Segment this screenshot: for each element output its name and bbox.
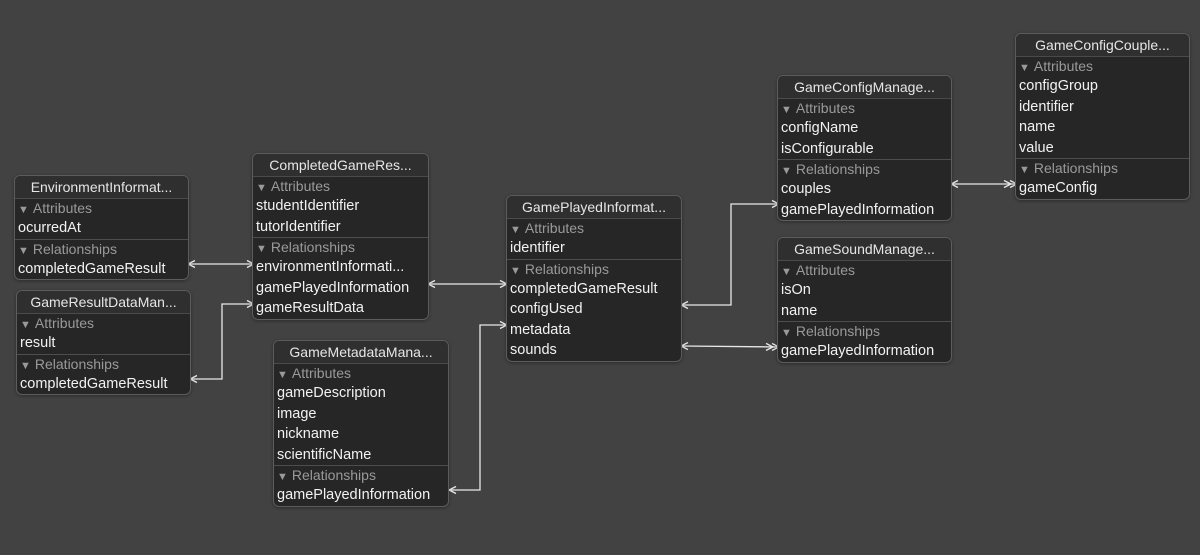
link-gameplayed-sound: [681, 346, 779, 347]
attributes-header[interactable]: ▼Attributes: [274, 364, 448, 383]
entity-title: GameSoundManage...: [778, 238, 951, 261]
attribute-row[interactable]: ocurredAt: [18, 220, 81, 236]
attribute-row[interactable]: gameDescription: [277, 385, 386, 401]
attribute-row[interactable]: isOn: [781, 282, 811, 298]
disclosure-triangle-icon: ▼: [20, 359, 31, 372]
attributes-header[interactable]: ▼Attributes: [253, 177, 428, 196]
attributes-header[interactable]: ▼Attributes: [15, 199, 188, 218]
attributes-header[interactable]: ▼Attributes: [17, 314, 190, 333]
attribute-row[interactable]: nickname: [277, 426, 340, 442]
attribute-row[interactable]: result: [20, 335, 56, 351]
attribute-row[interactable]: studentIdentifier: [256, 198, 360, 214]
disclosure-triangle-icon: ▼: [277, 471, 288, 483]
entity-title: GameConfigManage...: [778, 76, 951, 99]
entity-game-result-data[interactable]: GameResultDataMan... ▼Attributes result …: [16, 290, 191, 395]
entity-title: EnvironmentInformat...: [15, 176, 188, 199]
relationship-row[interactable]: gameConfig: [1019, 180, 1098, 196]
attributes-header[interactable]: ▼Attributes: [778, 99, 951, 118]
disclosure-triangle-icon: ▼: [256, 243, 267, 255]
entity-title: GameConfigCouple...: [1016, 34, 1189, 57]
relationship-row[interactable]: environmentInformati...: [256, 259, 405, 275]
relationships-header[interactable]: ▼Relationships: [778, 159, 951, 179]
entity-completed-game-result[interactable]: CompletedGameRes... ▼Attributes studentI…: [252, 153, 429, 320]
entity-game-config[interactable]: GameConfigManage... ▼Attributes configNa…: [777, 75, 952, 221]
relationship-row[interactable]: completedGameResult: [20, 375, 168, 392]
relationship-row[interactable]: couples: [781, 181, 831, 197]
disclosure-triangle-icon: ▼: [510, 224, 521, 236]
entity-title: GameResultDataMan...: [17, 291, 190, 314]
relationships-header[interactable]: ▼Relationships: [507, 258, 681, 279]
disclosure-triangle-icon: ▼: [781, 165, 792, 177]
disclosure-triangle-icon: ▼: [18, 244, 29, 257]
relationship-row[interactable]: sounds: [510, 342, 557, 358]
entity-game-metadata[interactable]: GameMetadataMana... ▼Attributes gameDesc…: [273, 340, 449, 507]
disclosure-triangle-icon: ▼: [781, 327, 792, 339]
relationship-row[interactable]: gamePlayedInformation: [277, 487, 431, 503]
attribute-row[interactable]: isConfigurable: [781, 140, 874, 157]
attribute-row[interactable]: tutorIdentifier: [256, 218, 341, 235]
relationships-header[interactable]: ▼Relationships: [17, 353, 190, 374]
link-gameplayed-config: [681, 204, 779, 305]
entity-game-config-couple[interactable]: GameConfigCouple... ▼Attributes configGr…: [1015, 33, 1190, 200]
relationships-header[interactable]: ▼Relationships: [15, 238, 188, 259]
relationship-row[interactable]: completedGameResult: [510, 280, 658, 297]
disclosure-triangle-icon: ▼: [256, 182, 267, 194]
disclosure-triangle-icon: ▼: [18, 204, 29, 216]
entity-title: CompletedGameRes...: [253, 154, 428, 177]
relationship-row[interactable]: gamePlayedInformation: [781, 343, 935, 359]
relationship-row[interactable]: gamePlayedInformation: [781, 201, 935, 218]
disclosure-triangle-icon: ▼: [277, 369, 288, 381]
disclosure-triangle-icon: ▼: [781, 104, 792, 116]
relationship-row[interactable]: completedGameResult: [18, 260, 166, 277]
entity-environment-information[interactable]: EnvironmentInformat... ▼Attributes ocurr…: [14, 175, 189, 280]
disclosure-triangle-icon: ▼: [20, 319, 31, 331]
attribute-row[interactable]: identifier: [1019, 98, 1074, 115]
attribute-row[interactable]: identifier: [510, 240, 565, 256]
relationship-row[interactable]: gameResultData: [256, 300, 364, 316]
entity-game-played-information[interactable]: GamePlayedInformat... ▼Attributes identi…: [506, 195, 682, 362]
disclosure-triangle-icon: ▼: [781, 266, 792, 278]
entity-title: GamePlayedInformat...: [507, 196, 681, 219]
disclosure-triangle-icon: ▼: [510, 264, 521, 277]
relationship-row[interactable]: gamePlayedInformation: [256, 279, 410, 296]
disclosure-triangle-icon: ▼: [1019, 164, 1030, 176]
attribute-row[interactable]: name: [781, 302, 818, 319]
disclosure-triangle-icon: ▼: [1019, 62, 1030, 74]
relationships-header[interactable]: ▼Relationships: [274, 465, 448, 485]
attribute-row[interactable]: scientificName: [277, 446, 372, 463]
relationships-header[interactable]: ▼Relationships: [253, 237, 428, 257]
relationship-row[interactable]: metadata: [510, 321, 571, 338]
relationships-header[interactable]: ▼Relationships: [778, 321, 951, 341]
attribute-row[interactable]: configName: [781, 120, 859, 136]
attributes-header[interactable]: ▼Attributes: [778, 261, 951, 280]
relationship-row[interactable]: configUsed: [510, 301, 583, 317]
relationships-header[interactable]: ▼Relationships: [1016, 158, 1189, 178]
link-resultdata-completed: [190, 304, 254, 379]
attributes-header[interactable]: ▼Attributes: [507, 219, 681, 238]
attribute-row[interactable]: configGroup: [1019, 78, 1098, 94]
attribute-row[interactable]: value: [1019, 139, 1054, 156]
attribute-row[interactable]: name: [1019, 119, 1056, 135]
entity-title: GameMetadataMana...: [274, 341, 448, 364]
link-metadata-gameplayed: [449, 325, 507, 490]
attributes-header[interactable]: ▼Attributes: [1016, 57, 1189, 76]
attribute-row[interactable]: image: [277, 405, 317, 422]
entity-game-sound[interactable]: GameSoundManage... ▼Attributes isOn name…: [777, 237, 952, 363]
